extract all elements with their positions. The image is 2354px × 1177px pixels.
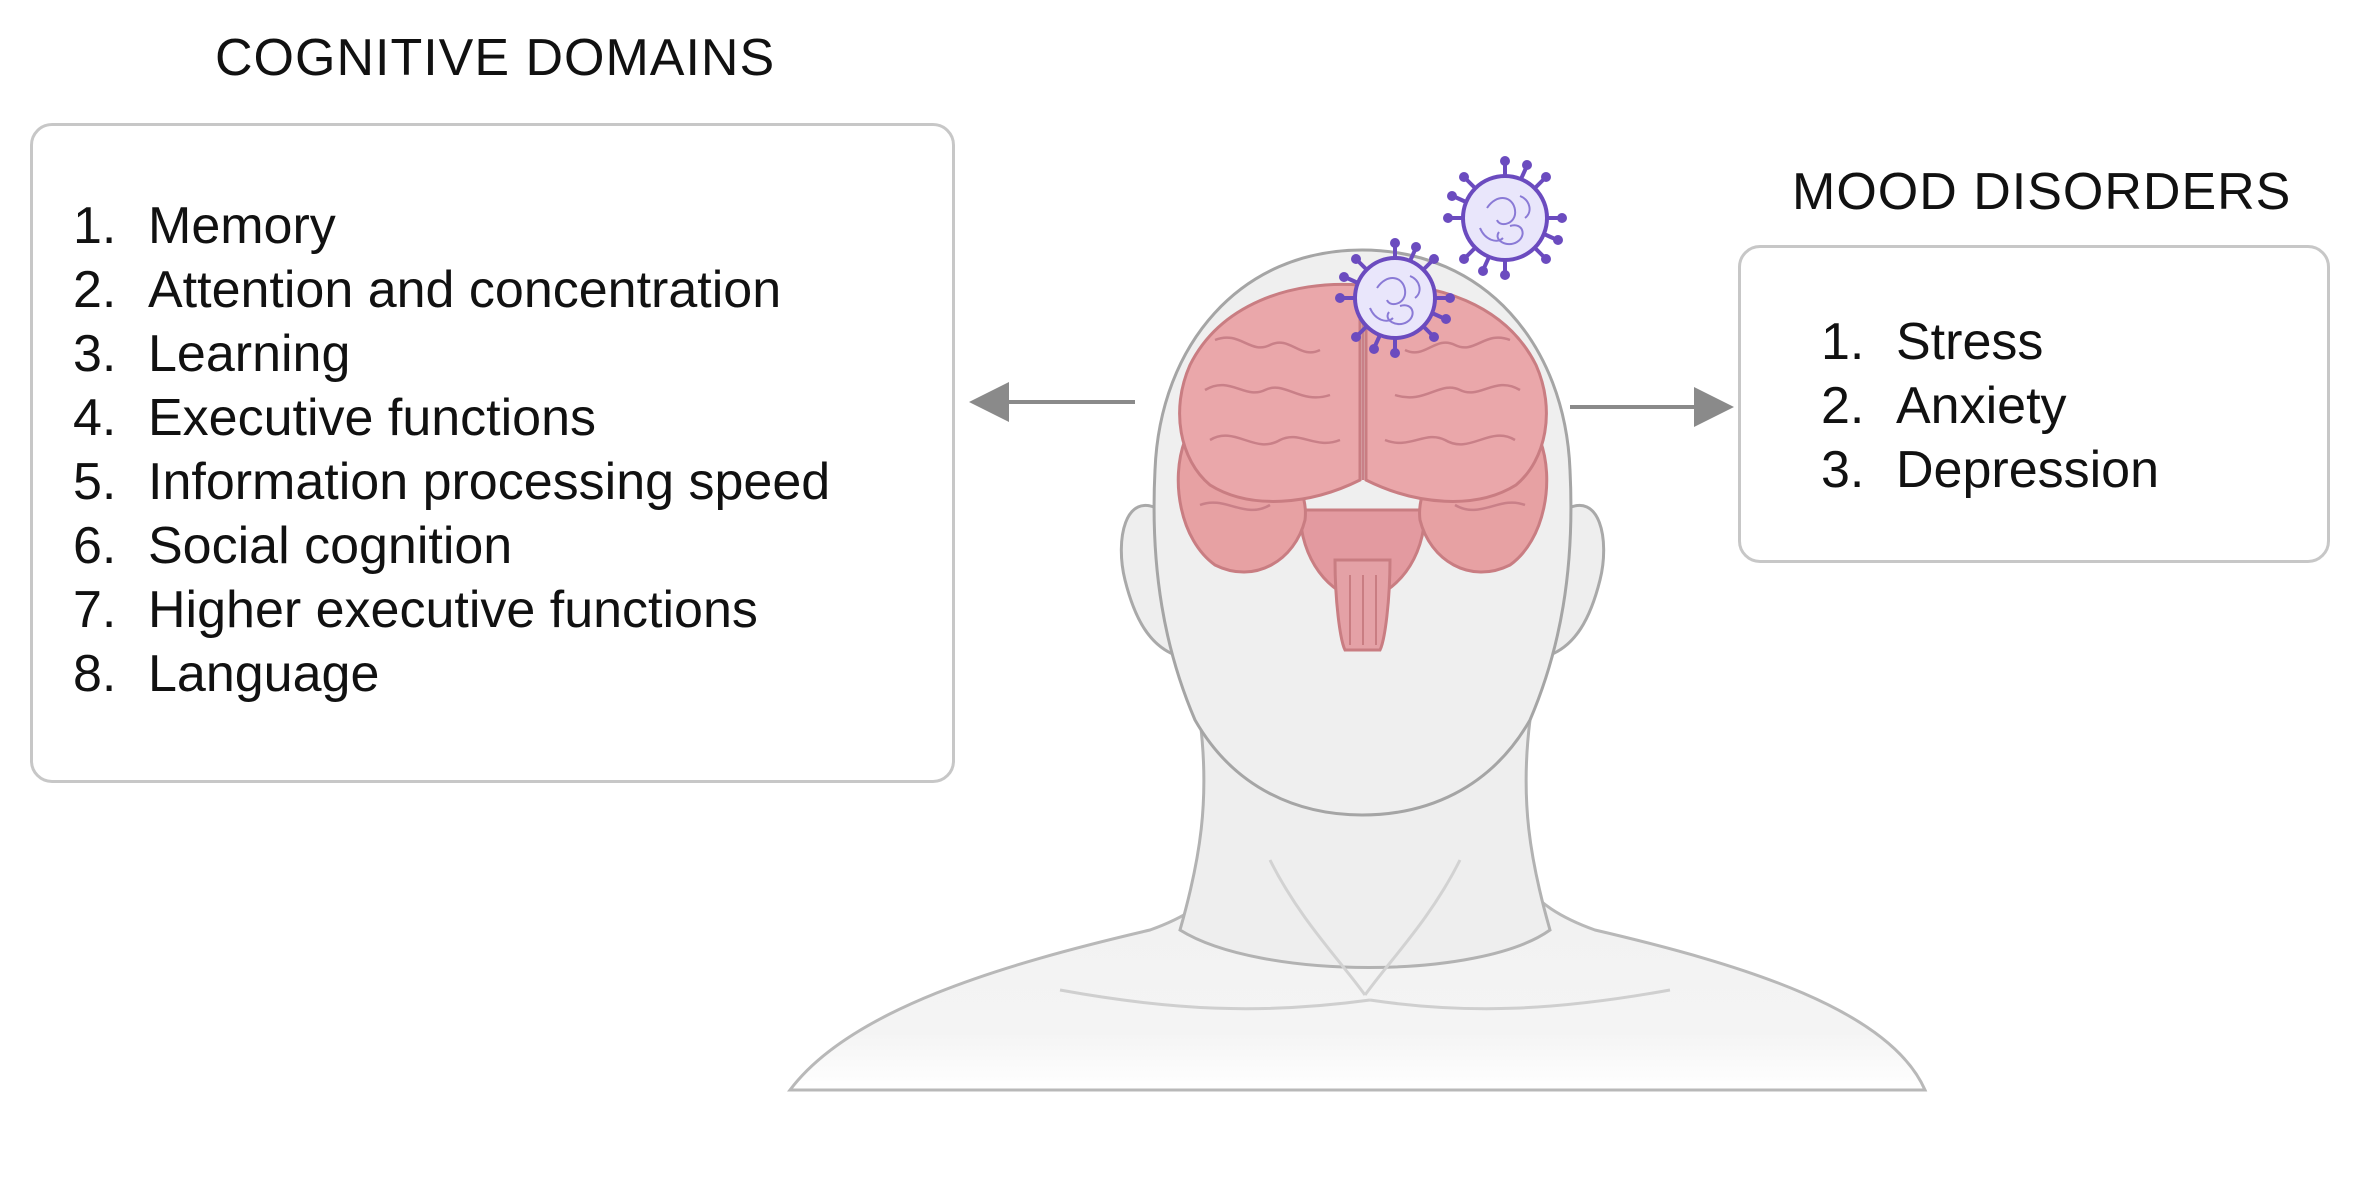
list-item-text: Depression [1896,441,2160,499]
cognitive-domains-heading: COGNITIVE DOMAINS [215,29,776,87]
list-item: 1. Memory [73,194,830,258]
list-item-number: 1. [1821,313,1865,371]
cognitive-domains-list: 1. Memory 2. Attention and concentration 3… [73,194,830,706]
list-item: 2. Attention and concentration [73,258,830,322]
list-item-text: Stress [1896,313,2044,371]
list-item: 3. Depression [1821,438,2159,502]
list-item-number: 7. [73,581,117,639]
list-item: 2. Anxiety [1821,374,2159,438]
list-item-text: Memory [148,197,336,255]
mood-disorders-heading: MOOD DISORDERS [1792,163,2292,221]
list-item-number: 2. [73,261,117,319]
list-item-number: 2. [1821,377,1865,435]
list-item-text: Language [148,645,380,703]
list-item-text: Social cognition [148,517,513,575]
mood-disorders-list: 1. Stress 2. Anxiety 3. Depression [1821,310,2159,502]
brain-icon [1176,282,1549,652]
mood-disorders-box: 1. Stress 2. Anxiety 3. Depression [1738,245,2330,563]
list-item-text: Executive functions [148,389,597,447]
list-item-text: Learning [148,325,351,383]
list-item-text: Attention and concentration [148,261,782,319]
list-item: 3. Learning [73,322,830,386]
list-item-number: 3. [1821,441,1865,499]
list-item-number: 8. [73,645,117,703]
virus-icon [1443,156,1567,280]
list-item: 5. Information processing speed [73,450,830,514]
cognitive-domains-box: 1. Memory 2. Attention and concentration 3… [30,123,955,783]
virus-icon [1335,238,1455,358]
list-item-number: 1. [73,197,117,255]
list-item: 1. Stress [1821,310,2159,374]
list-item: 6. Social cognition [73,514,830,578]
list-item: 8. Language [73,642,830,706]
list-item-number: 5. [73,453,117,511]
list-item-number: 3. [73,325,117,383]
list-item: 7. Higher executive functions [73,578,830,642]
list-item-text: Higher executive functions [148,581,758,639]
list-item-text: Information processing speed [148,453,831,511]
list-item-number: 4. [73,389,117,447]
list-item: 4. Executive functions [73,386,830,450]
list-item-number: 6. [73,517,117,575]
list-item-text: Anxiety [1896,377,2067,435]
